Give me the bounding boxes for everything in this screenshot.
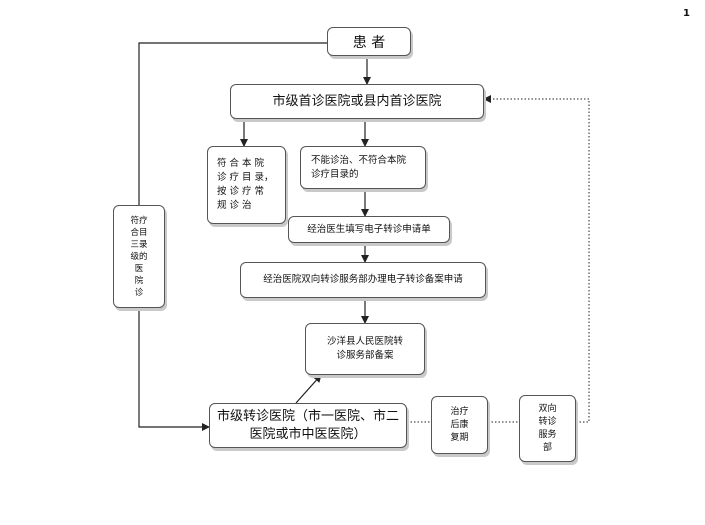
recovery-period-label: 治疗 后康 复期 [450,406,469,443]
doctor-form-label: 经治医生填写电子转诊申请单 [307,223,431,235]
patient-label: 患 者 [352,34,386,51]
shayang-dept-label: 沙洋县人民医院转 诊服务部备案 [326,336,403,361]
patient-node: 患 者 [327,27,411,56]
dual-referral-dept-label: 双向 转诊 服务 部 [538,403,557,453]
shayang-dept-node: 沙洋县人民医院转 诊服务部备案 [305,323,425,375]
page-number: 1 [683,8,690,19]
meets-catalog-label: 符 合 本 院 诊 疗 目 录， 按 诊 疗 常 规 诊 治 [217,158,274,211]
referral-dept-node: 经治医院双向转诊服务部办理电子转诊备案申请 [240,262,486,298]
first-hospital-node: 市级首诊医院或县内首诊医院 [230,84,484,119]
city-hospital-node: 市级转诊医院（市一医院、市二 医院或市中医医院） [209,403,407,448]
meets-catalog-node: 符 合 本 院 诊 疗 目 录， 按 诊 疗 常 规 诊 治 [207,146,286,224]
not-meets-catalog-label: 不能诊治、不符合本院 诊疗目录的 [311,154,407,180]
left-side-note-node: 符疗 合目 三录 级的 医 院 诊 [113,205,165,308]
referral-dept-label: 经治医院双向转诊服务部办理电子转诊备案申请 [263,274,463,285]
city-hospital-label: 市级转诊医院（市一医院、市二 医院或市中医医院） [216,408,399,442]
first-hospital-label: 市级首诊医院或县内首诊医院 [272,93,442,109]
left-side-note-label: 符疗 合目 三录 级的 医 院 诊 [130,215,148,298]
dual-referral-dept-node: 双向 转诊 服务 部 [519,395,576,462]
not-meets-catalog-node: 不能诊治、不符合本院 诊疗目录的 [300,146,426,189]
dotted-return-to-first-hospital [483,95,590,423]
recovery-period-node: 治疗 后康 复期 [431,396,488,454]
doctor-form-node: 经治医生填写电子转诊申请单 [288,216,450,243]
arrow-city-to-shayang [295,374,322,404]
